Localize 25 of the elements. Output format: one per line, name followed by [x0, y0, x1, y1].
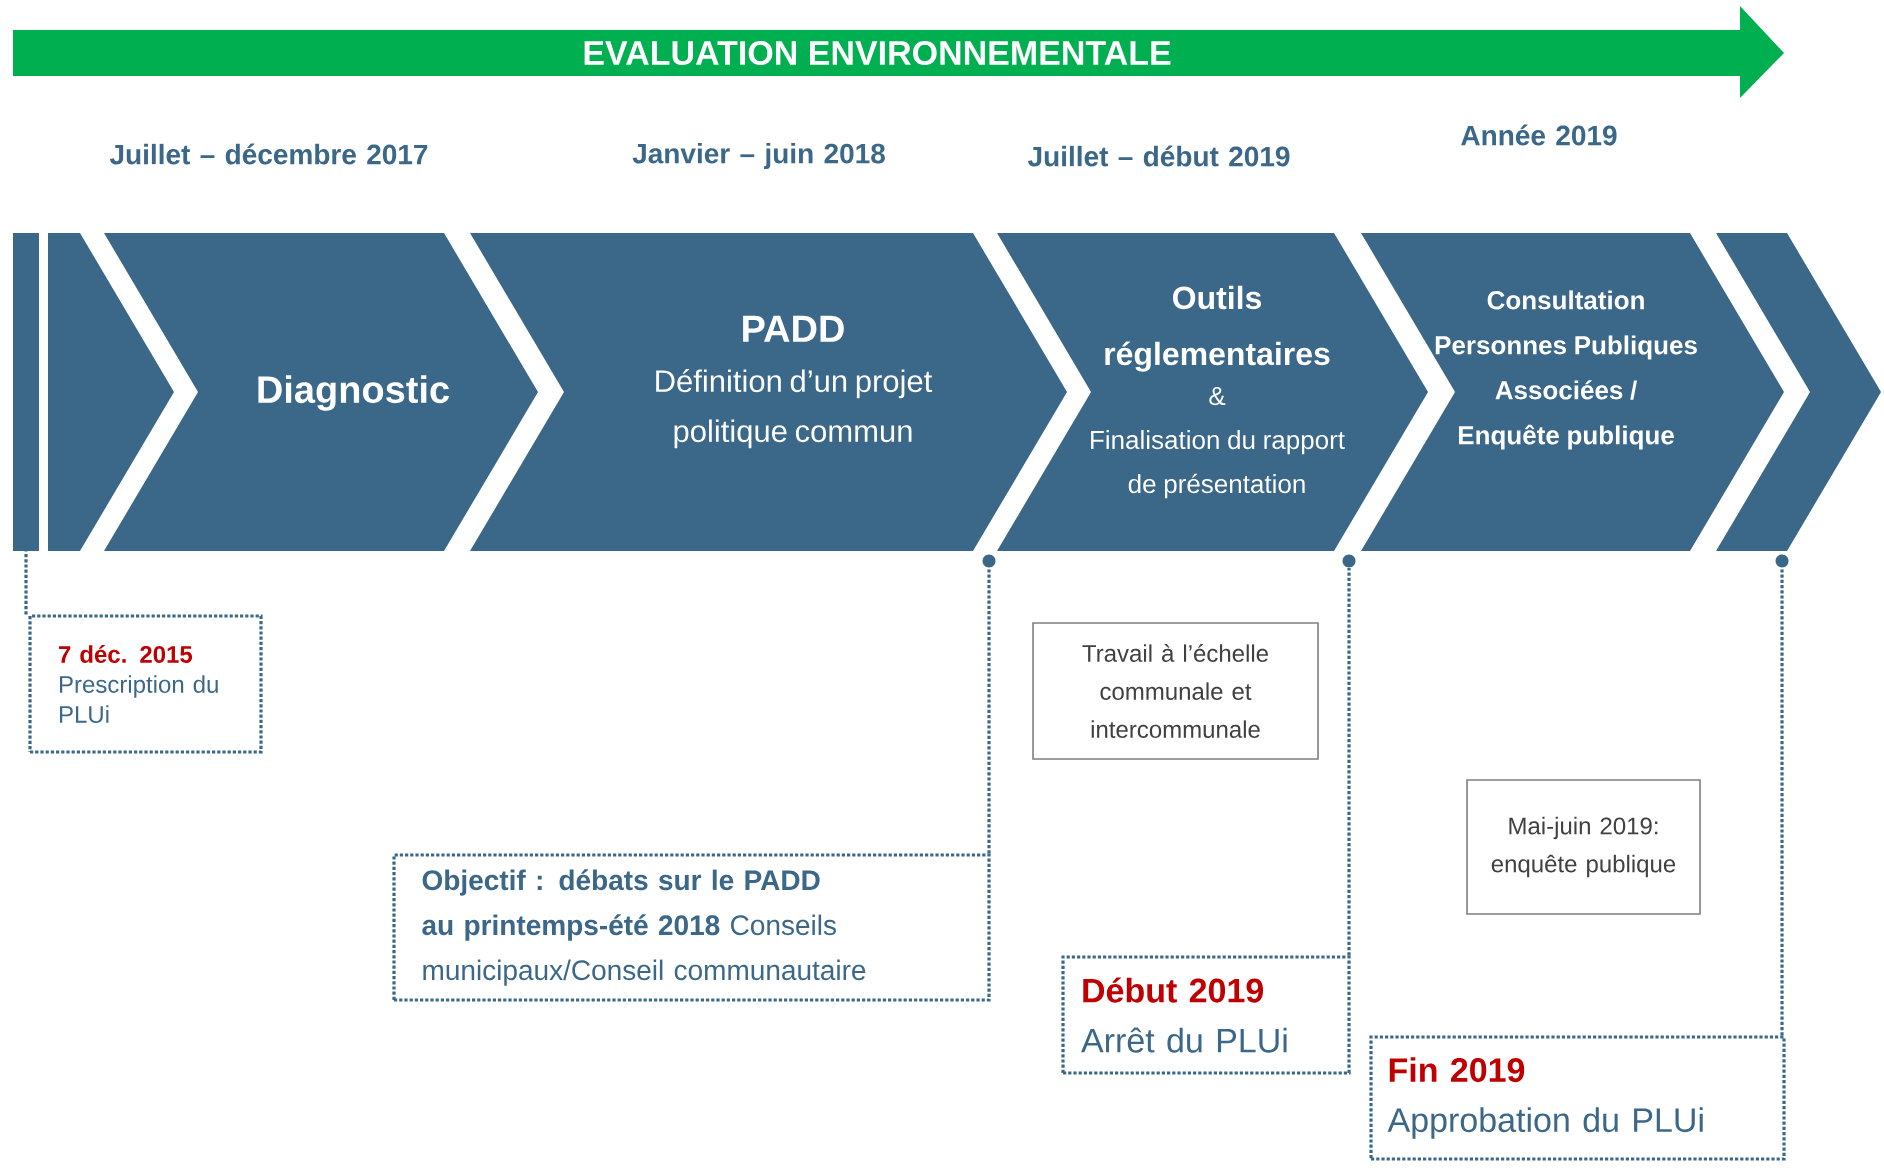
leader-line: [1347, 567, 1351, 956]
callout-box: Fin 2019 Approbation du PLUi: [1369, 1035, 1786, 1161]
callout-box: Objectif : débats sur le PADD au printemps-été 2018 Conseils municipaux/Conseil communautaire: [392, 853, 991, 1002]
node-label: Définition d’un projet politique commun: [656, 369, 933, 449]
period-label: Année 2019: [1461, 124, 1617, 146]
period-label: Juillet – début 2019: [1027, 145, 1290, 167]
node-label: &: [1209, 386, 1226, 406]
chevron-shape: [1716, 233, 1882, 551]
callout-box: 7 déc. 2015 Prescription du PLUi: [28, 614, 263, 754]
period-label: Janvier – juin 2018: [632, 142, 885, 170]
node-label: Outils réglementaires: [1105, 285, 1330, 372]
note-box: Mai-juin 2019: enquête publique: [1466, 779, 1701, 915]
leader-line: [987, 567, 991, 854]
period-label: Juillet – décembre 2017: [109, 143, 428, 165]
timeline-bar: [13, 233, 39, 551]
node-label: Consultation Personnes Publiques Associées / Enquête publique: [1435, 290, 1697, 450]
note-box: Travail à l’échelle communale et intercommunale: [1032, 622, 1319, 760]
node-label: Diagnostic: [258, 375, 450, 411]
node-label: PADD: [743, 315, 844, 342]
leader-line: [1780, 567, 1784, 1036]
leader-line: [24, 551, 28, 615]
callout-box: Début 2019 Arrêt du PLUi: [1061, 955, 1351, 1075]
node-label: Finalisation du rapport de présentation: [1091, 430, 1345, 499]
chevron-shape: [48, 233, 174, 551]
arrow-banner: EVALUATION ENVIRONNEMENTALE: [13, 6, 1784, 98]
